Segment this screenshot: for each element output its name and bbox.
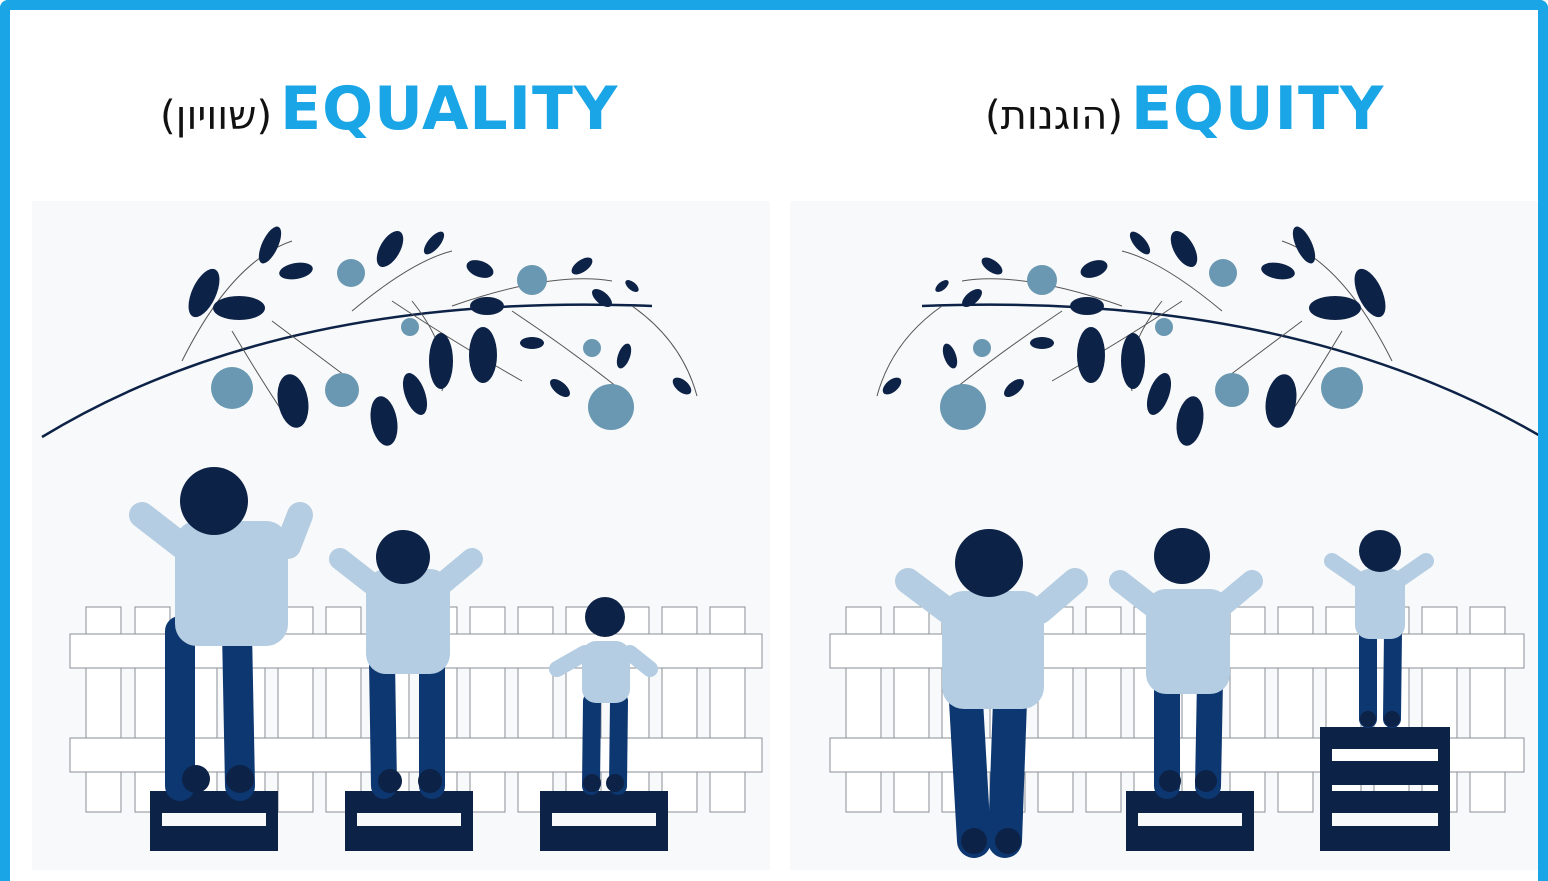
equity-subtitle: (הוגנות): [985, 93, 1123, 139]
crates-illustration: [150, 791, 668, 851]
tree-branch-illustration: [41, 226, 698, 446]
equality-illustration: [32, 201, 770, 870]
tree-branch-illustration: [876, 226, 1538, 446]
equity-illustration: [790, 201, 1538, 870]
crates-illustration: [1126, 727, 1450, 851]
equity-title: EQUITY: [1130, 74, 1385, 144]
equity-heading: (הוגנות) EQUITY: [985, 74, 1384, 144]
equality-subtitle: (שוויון): [160, 93, 273, 139]
people-illustration: [129, 467, 658, 801]
people-illustration: [895, 528, 1434, 858]
equality-heading: (שוויון) EQUALITY: [160, 74, 618, 144]
equality-title: EQUALITY: [280, 74, 619, 144]
